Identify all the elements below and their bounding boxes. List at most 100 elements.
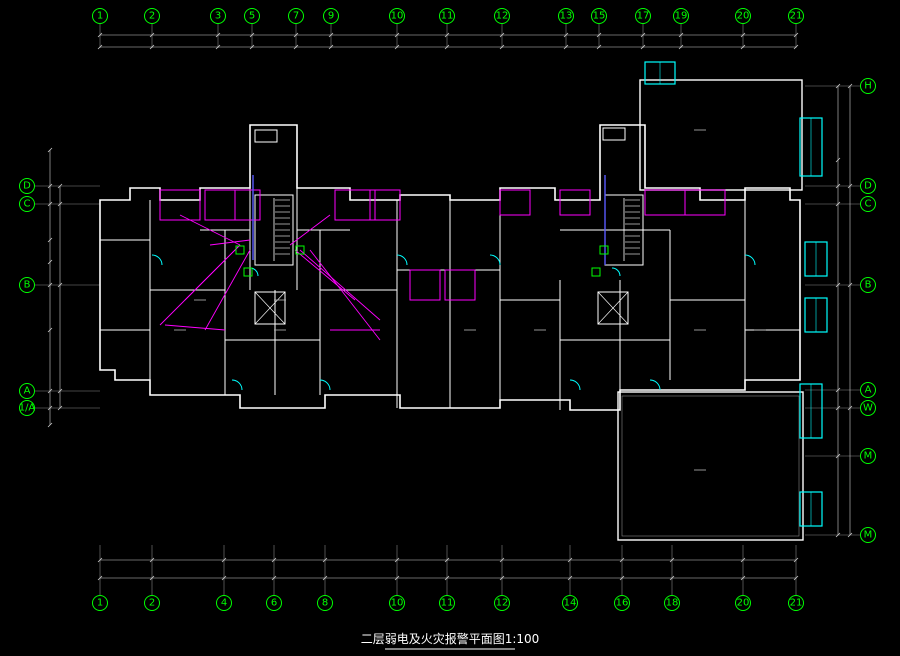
- right-axis-A-text: A: [865, 385, 872, 396]
- top-axis-7-circle: [288, 8, 304, 24]
- top-axis-15-text: 15: [593, 11, 606, 22]
- signal-wire: [294, 249, 356, 301]
- top-dim-row-outer-tick: [328, 32, 334, 38]
- top-dim-row-outer-tick: [215, 32, 221, 38]
- bottom-dim-row-outer-tick: [97, 575, 103, 581]
- left-dim-col-outer-tick: [47, 259, 53, 265]
- top-dim-row-outer-tick: [149, 32, 155, 38]
- top-dim-row-inner-tick: [215, 44, 221, 50]
- top-axis-2-circle: [144, 8, 160, 24]
- top-dim-row-outer-tick: [678, 32, 684, 38]
- junction-marker: [235, 245, 245, 255]
- bottom-axis-20-circle: [735, 595, 751, 611]
- left-dim-col-outer-tick: [47, 388, 53, 394]
- axis-grid-lines: [35, 24, 860, 595]
- top-axis-2-text: 2: [149, 11, 155, 22]
- top-axis-11-text: 11: [441, 11, 454, 22]
- top-axis-5-circle: [244, 8, 260, 24]
- top-dim-row-inner-tick: [793, 44, 799, 50]
- top-axis-13-text: 13: [560, 11, 573, 22]
- bottom-dim-row-outer-tick: [793, 575, 799, 581]
- elevator-cross: [597, 291, 629, 325]
- junction-marker: [295, 245, 305, 255]
- building-outline: [99, 124, 801, 411]
- bottom-axis-2-circle: [144, 595, 160, 611]
- top-dim-row-outer-tick: [596, 32, 602, 38]
- top-dim-row-inner-tick: [444, 44, 450, 50]
- right-dim-col-inner-tick: [835, 183, 841, 189]
- left-axis-A-text: A: [24, 386, 31, 397]
- top-dim-row-outer-tick: [499, 32, 505, 38]
- fixture-box: [499, 189, 531, 216]
- right-dim-col-inner-tick: [835, 83, 841, 89]
- top-dim-row-inner-tick: [596, 44, 602, 50]
- right-dim-col-inner-tick: [835, 387, 841, 393]
- left-axis-B-circle: [19, 277, 35, 293]
- fixture-box: [559, 189, 591, 216]
- signal-wire: [164, 324, 226, 331]
- top-dim-row-inner-tick: [678, 44, 684, 50]
- bottom-axis-20-text: 20: [737, 598, 750, 609]
- left-axis-D-circle: [19, 178, 35, 194]
- bottom-dim-row-outer-tick: [567, 575, 573, 581]
- bottom-dim-row-inner-tick: [394, 557, 400, 563]
- bottom-dim-row-inner-tick: [444, 557, 450, 563]
- top-axis-19-text: 19: [675, 11, 688, 22]
- bottom-axis-10-text: 10: [391, 598, 404, 609]
- bottom-dim-row-inner-tick: [149, 557, 155, 563]
- electrical-wiring: [159, 175, 726, 341]
- elevator-shaft: [254, 291, 286, 325]
- bottom-axis-6-text: 6: [271, 598, 277, 609]
- top-axis-1-circle: [92, 8, 108, 24]
- bottom-axis-14-circle: [562, 595, 578, 611]
- signal-wire: [204, 249, 251, 331]
- junction-marker: [243, 267, 253, 277]
- left-dim-col-inner-tick: [57, 388, 63, 394]
- elevator-shaft: [597, 291, 629, 325]
- right-dim-col-outer-tick: [847, 83, 853, 89]
- bottom-axis-12-text: 12: [496, 598, 509, 609]
- right-axis-H-circle: [860, 78, 876, 94]
- left-dim-col-outer-tick: [47, 201, 53, 207]
- signal-wire: [289, 214, 331, 246]
- top-axis-17-circle: [635, 8, 651, 24]
- left-axis-1/A-circle: [19, 400, 35, 416]
- top-axis-9-text: 9: [328, 11, 334, 22]
- bottom-dim-row-inner-tick: [271, 557, 277, 563]
- bottom-dim-row-inner-tick: [669, 557, 675, 563]
- right-axis-W-circle: [860, 400, 876, 416]
- right-axis-C-text: C: [865, 199, 872, 210]
- top-axis-3-text: 3: [215, 11, 221, 22]
- top-axis-17-text: 17: [637, 11, 650, 22]
- top-axis-15-circle: [591, 8, 607, 24]
- top-dim-row-outer-tick: [793, 32, 799, 38]
- door-swing: [611, 267, 621, 277]
- roof-box: [602, 127, 626, 141]
- door-swing: [151, 254, 163, 266]
- bottom-dim-row-outer-tick: [322, 575, 328, 581]
- fixture-box: [234, 189, 261, 221]
- bottom-axis-18-text: 18: [666, 598, 679, 609]
- fixture-box: [409, 269, 441, 301]
- junction-marker: [591, 267, 601, 277]
- right-axis-M-circle: [860, 527, 876, 543]
- right-axis-H-text: H: [864, 81, 872, 92]
- bottom-dim-row-inner-tick: [97, 557, 103, 563]
- right-dim-col-inner-tick: [835, 201, 841, 207]
- fixture-box: [444, 269, 476, 301]
- left-dim-col-inner-tick: [57, 405, 63, 411]
- top-dim-row-inner-tick: [640, 44, 646, 50]
- top-dim-row-inner-tick: [293, 44, 299, 50]
- bottom-axis-16-text: 16: [616, 598, 629, 609]
- right-dim-col-inner-tick: [835, 282, 841, 288]
- right-dim-col-outer-tick: [847, 532, 853, 538]
- top-axis-12-circle: [494, 8, 510, 24]
- left-dim-col-inner-tick: [57, 183, 63, 189]
- upper-right-room: [639, 79, 803, 191]
- right-axis-D-circle: [860, 178, 876, 194]
- top-dim-row-outer-tick: [640, 32, 646, 38]
- door-swing: [744, 254, 756, 266]
- bottom-dim-row-inner-tick: [499, 557, 505, 563]
- top-dim-row-inner-tick: [328, 44, 334, 50]
